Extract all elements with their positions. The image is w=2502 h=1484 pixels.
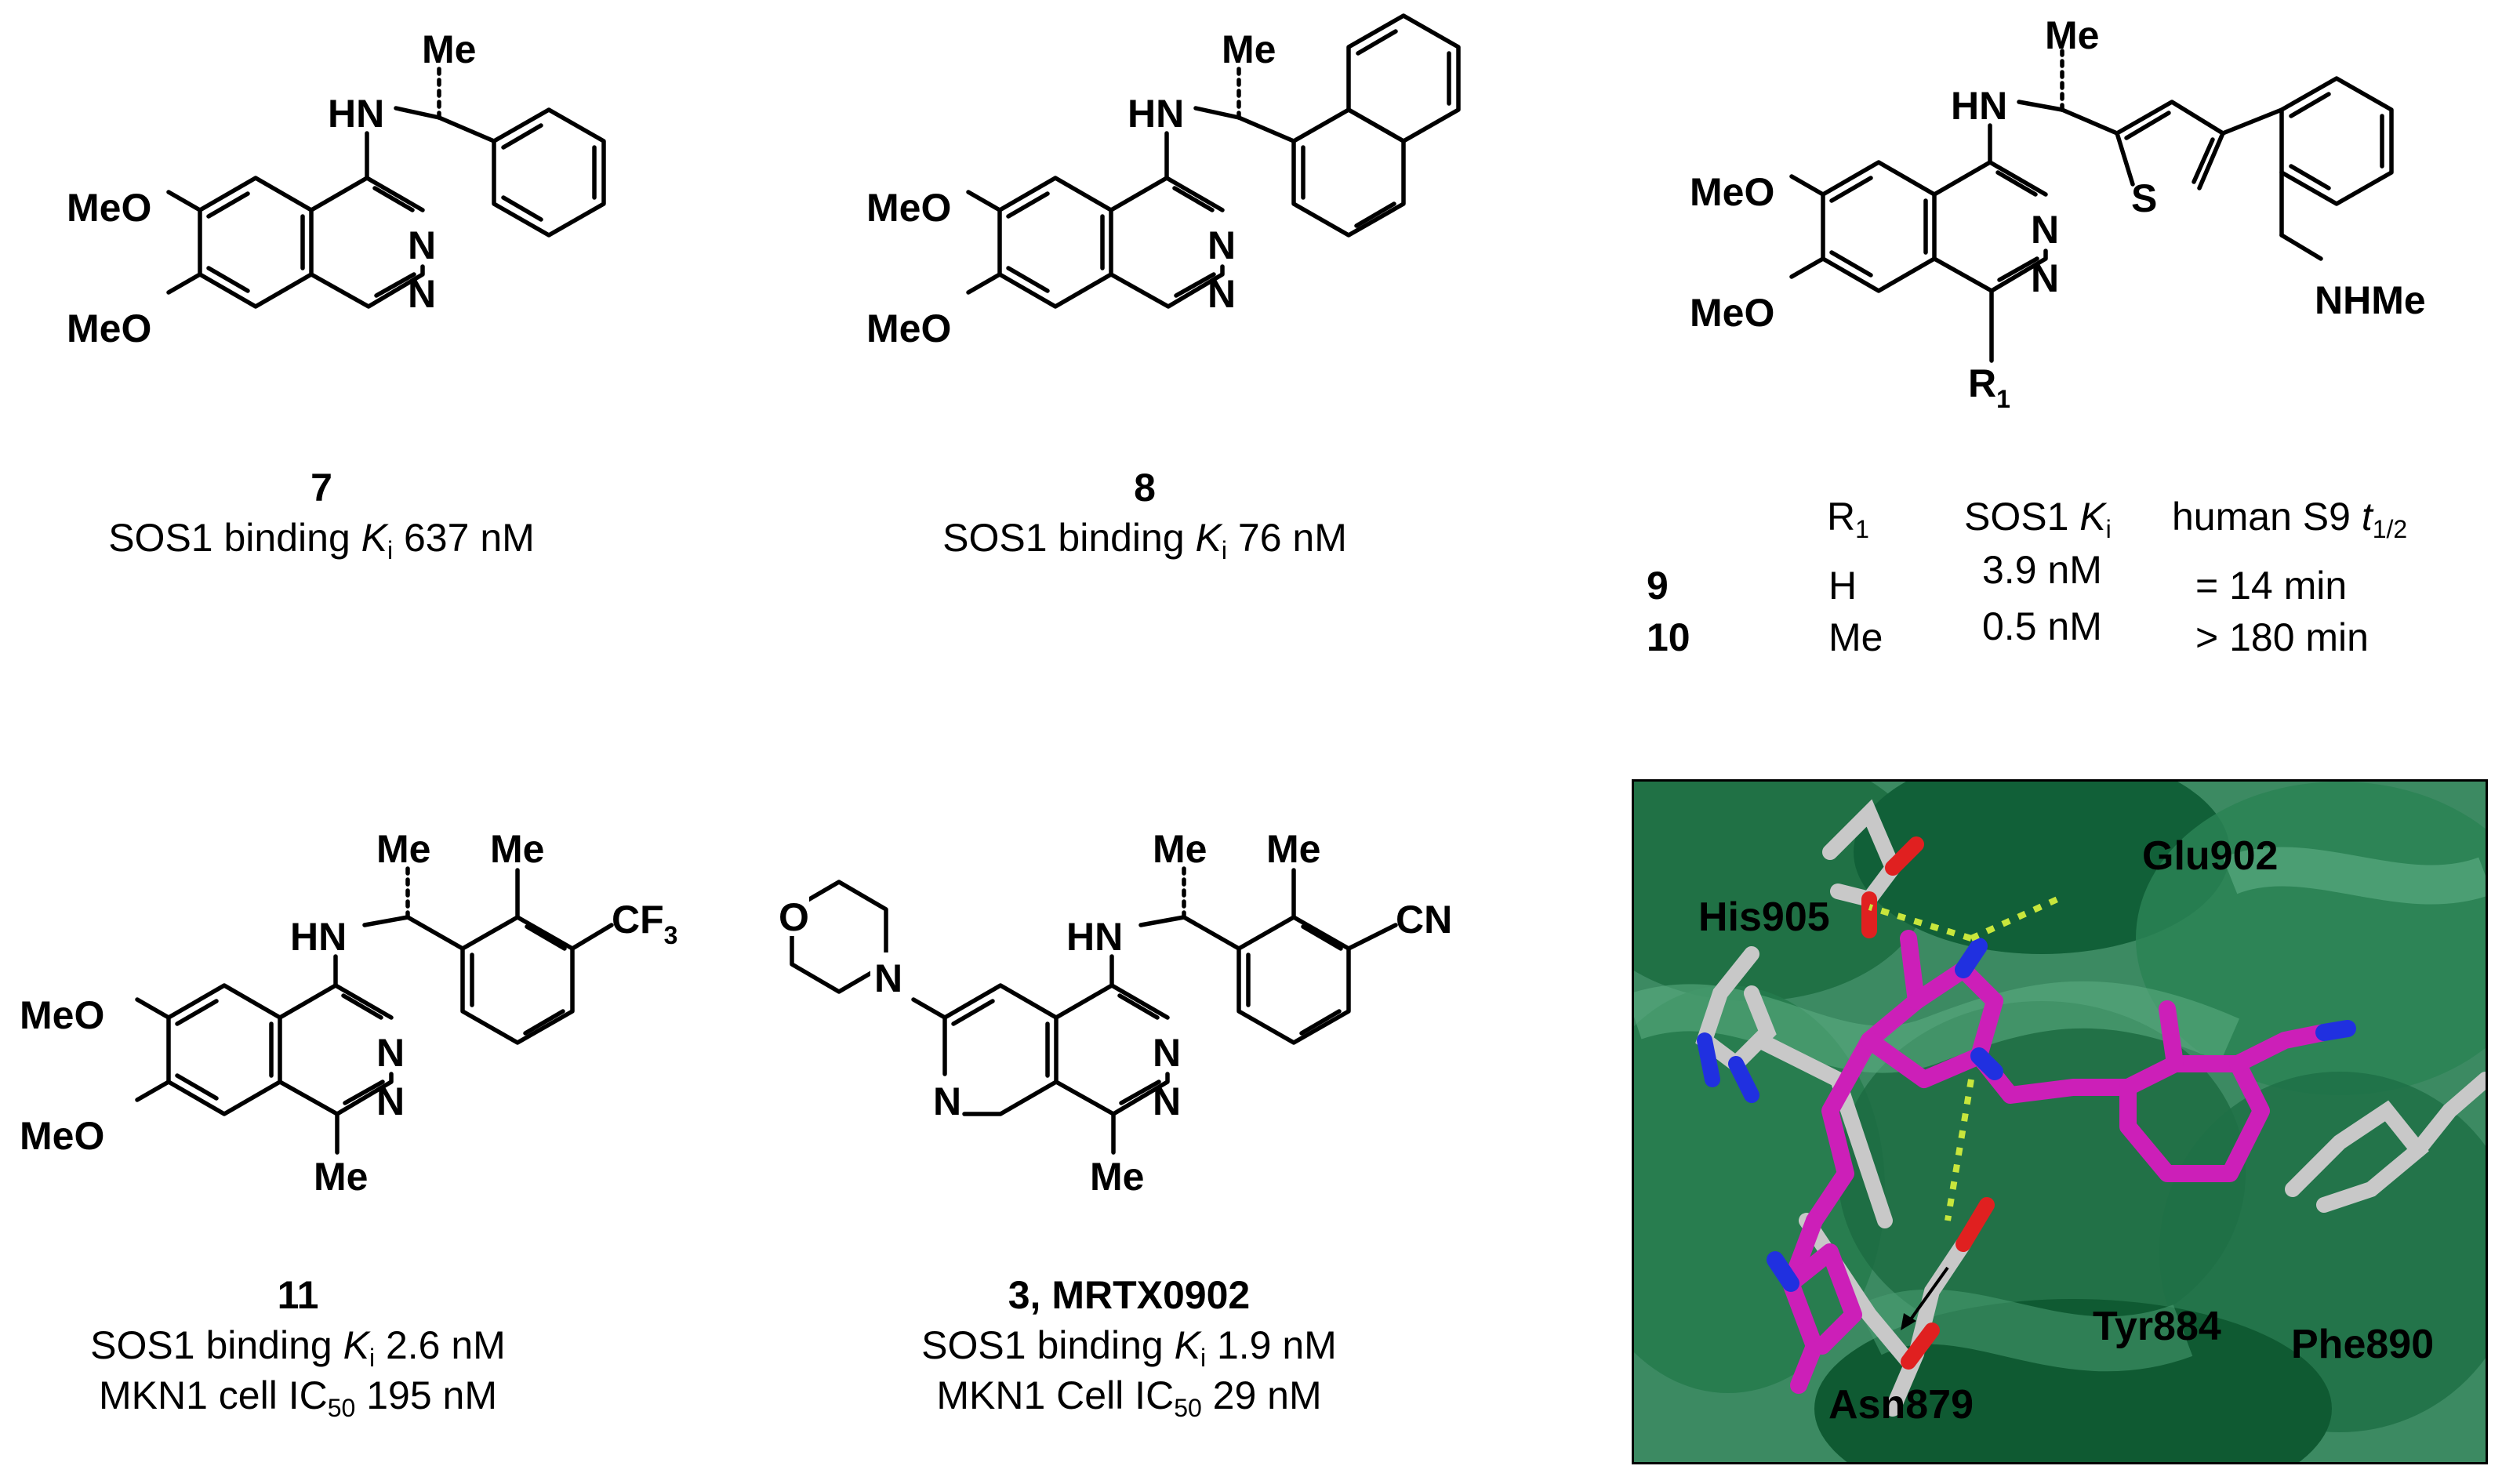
atom-n2: N (2031, 256, 2059, 300)
caption-line: MKN1 cell IC50 195 nM (99, 1373, 497, 1422)
atom-meo-2: MeO (20, 1114, 104, 1158)
atom-me-3: Me (314, 1155, 368, 1199)
residue-label-phe890: Phe890 (2291, 1322, 2434, 1367)
structure-compound-7: Me HN N N MeO MeO (67, 27, 606, 350)
structure-compound-3: N O N Me Me CN HN N N Me (778, 827, 1452, 1199)
atom-n2: N (376, 1079, 405, 1123)
atom-n-morph: N (874, 956, 902, 1000)
atom-n2: N (1153, 1079, 1181, 1123)
atom-meo-1: MeO (1690, 170, 1774, 214)
atom-meo-1: MeO (20, 993, 104, 1037)
atom-meo-2: MeO (1690, 291, 1774, 335)
caption-compound-8: 8 SOS1 binding Ki 76 nM (886, 463, 1404, 563)
atom-cf3: CF3 (612, 898, 677, 949)
crystal-structure-inset: Glu902 His905 Tyr884 Phe890 Asn879 (1632, 779, 2488, 1464)
structure-compound-11: Me Me CF3 HN N N MeO MeO Me (20, 827, 677, 1199)
atom-meo-2: MeO (67, 307, 151, 350)
residue-label-his905: His905 (1698, 894, 1830, 940)
atom-hn: HN (1128, 92, 1184, 136)
caption-compound-11: 11 SOS1 binding Ki 2.6 nM MKN1 cell IC50… (31, 1270, 565, 1421)
atom-n1: N (408, 223, 436, 267)
atom-nhme: NHMe (2315, 278, 2426, 322)
atom-me: Me (422, 27, 476, 71)
atom-n-pyr: N (933, 1079, 961, 1123)
atom-me: Me (2045, 13, 2099, 57)
structure-compound-8: Me HN N N MeO MeO (866, 13, 1461, 350)
binding-site-render: Glu902 His905 Tyr884 Phe890 Asn879 (1634, 782, 2486, 1462)
compound-id: 8 (1134, 466, 1156, 510)
caption-line: SOS1 binding Ki 1.9 nM (921, 1323, 1337, 1372)
atom-r1: R1 (1968, 361, 2010, 413)
atom-me-2: Me (490, 827, 544, 871)
atom-me-2: Me (1266, 827, 1320, 871)
row-10-r1: Me (1828, 615, 1883, 659)
sar-table: R1 SOS1 Ki human S9 t1/2 9 H 3.9 nM = 14… (1647, 486, 2493, 674)
structure-compound-9-10: Me HN S N N MeO MeO NHMe R1 (1690, 13, 2426, 413)
atom-meo-2: MeO (866, 307, 951, 350)
caption-line: SOS1 binding Ki 2.6 nM (90, 1323, 506, 1372)
atom-me: Me (1222, 27, 1276, 71)
atom-s: S (2131, 176, 2157, 220)
atom-hn: HN (290, 915, 347, 959)
atom-n2: N (1207, 272, 1236, 316)
header-ki: SOS1 Ki (1964, 495, 2112, 543)
atom-hn: HN (1066, 915, 1123, 959)
atom-n1: N (376, 1031, 405, 1075)
caption-line: SOS1 binding Ki 637 nM (108, 516, 535, 564)
atom-n1: N (1207, 223, 1236, 267)
caption-compound-3: 3, MRTX0902 SOS1 binding Ki 1.9 nM MKN1 … (862, 1270, 1396, 1421)
compound-id: 7 (310, 466, 332, 510)
compound-id: 3, MRTX0902 (1008, 1273, 1251, 1317)
row-10-cmpd: 10 (1647, 615, 1690, 659)
atom-n1: N (1153, 1031, 1181, 1075)
row-9-t: = 14 min (2195, 564, 2348, 608)
caption-line: SOS1 binding Ki 76 nM (942, 516, 1347, 564)
atom-me-3: Me (1090, 1155, 1144, 1199)
atom-hn: HN (1951, 84, 2007, 128)
header-r1: R1 (1827, 495, 1869, 543)
row-10-t: > 180 min (2195, 615, 2369, 659)
atom-o-morph: O (779, 895, 809, 939)
atom-cn: CN (1396, 898, 1452, 942)
caption-compound-7: 7 SOS1 binding Ki 637 nM (63, 463, 580, 563)
atom-hn: HN (328, 92, 384, 136)
row-10-ki: 0.5 nM (1982, 604, 2102, 648)
caption-line: MKN1 Cell IC50 29 nM (936, 1373, 1322, 1422)
atom-n2: N (408, 272, 436, 316)
residue-label-asn879: Asn879 (1828, 1382, 1974, 1428)
compound-id: 11 (277, 1273, 319, 1317)
atom-me: Me (1153, 827, 1207, 871)
row-9-cmpd: 9 (1647, 564, 1669, 608)
row-9-ki: 3.9 nM (1982, 548, 2102, 592)
atom-me: Me (376, 827, 430, 871)
header-t-half: human S9 t1/2 (2172, 495, 2408, 543)
residue-label-tyr884: Tyr884 (2093, 1304, 2221, 1349)
residue-label-glu902: Glu902 (2142, 833, 2278, 879)
atom-n1: N (2031, 208, 2059, 252)
row-9-r1: H (1828, 564, 1857, 608)
atom-meo-1: MeO (67, 186, 151, 230)
atom-meo-1: MeO (866, 186, 951, 230)
